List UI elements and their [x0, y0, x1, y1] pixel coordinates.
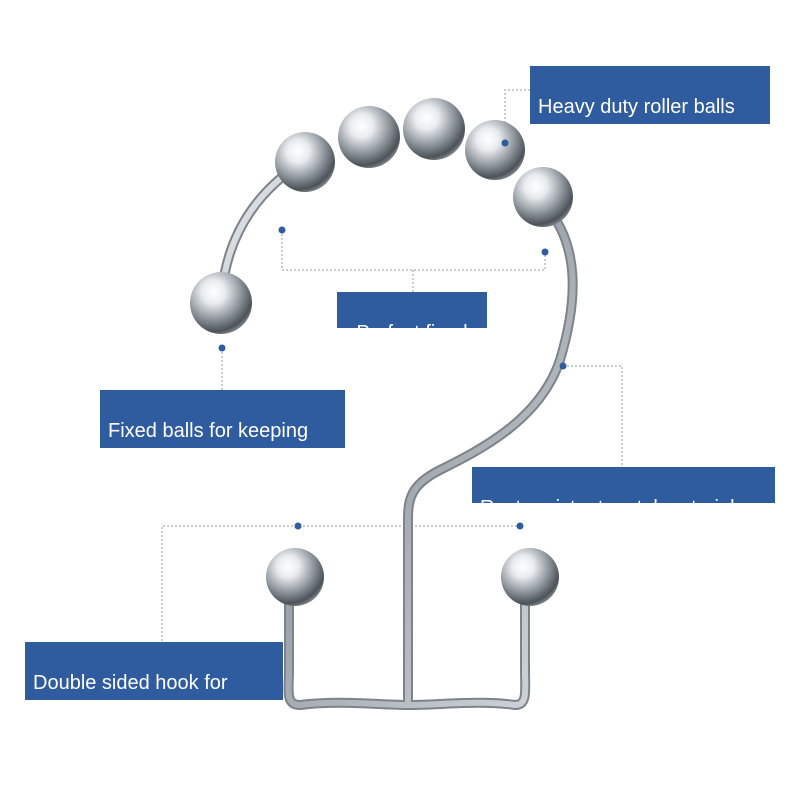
roller-ball-3 — [403, 98, 465, 160]
callout-double-sided-line1: Double sided hook for — [33, 672, 228, 694]
dot-fixed-balls — [218, 344, 226, 352]
hook-ball-right — [501, 548, 559, 606]
callout-fixed-balls-line1: Fixed balls for keeping — [108, 420, 309, 442]
dot-perfect-fixed-left — [278, 226, 286, 234]
dot-double-sided-left — [294, 522, 302, 530]
callout-roller-balls-line2: for sliding smoothly — [538, 144, 710, 166]
callout-perfect-fixed: Perfect fixed — [337, 292, 487, 344]
leader-lines — [161, 89, 623, 645]
hook-ball-left — [266, 548, 324, 606]
callout-fixed-balls: Fixed balls for keeping hook stay on the… — [100, 390, 345, 490]
dot-perfect-fixed-right — [541, 248, 549, 256]
indicator-dots — [218, 139, 567, 530]
callout-roller-balls: Heavy duty roller balls for sliding smoo… — [530, 66, 770, 166]
roller-ball-4 — [465, 120, 525, 180]
callout-fixed-balls-line2: hook stay on the rod — [108, 468, 290, 490]
callout-rust-resistant: Rust-resistant metal material — [472, 467, 775, 519]
callout-perfect-fixed-text: Perfect fixed — [356, 322, 468, 344]
dot-double-sided-right — [516, 522, 524, 530]
dot-rust-resistant — [559, 362, 567, 370]
callout-roller-balls-line1: Heavy duty roller balls — [538, 96, 735, 118]
callout-double-sided-line2: shower curtain and liner — [33, 720, 246, 742]
roller-ball-2 — [338, 106, 400, 168]
dot-roller-balls — [501, 139, 509, 147]
leader-double-sided — [161, 525, 520, 645]
roller-ball-5 — [513, 167, 573, 227]
callout-rust-resistant-text: Rust-resistant metal material — [480, 497, 735, 519]
fixed-ball-end — [190, 272, 252, 334]
leader-perfect-fixed — [281, 230, 546, 292]
callout-double-sided: Double sided hook for shower curtain and… — [25, 642, 283, 742]
balls — [190, 98, 573, 606]
roller-ball-1 — [275, 132, 335, 192]
leader-rust-resistant — [563, 365, 623, 470]
